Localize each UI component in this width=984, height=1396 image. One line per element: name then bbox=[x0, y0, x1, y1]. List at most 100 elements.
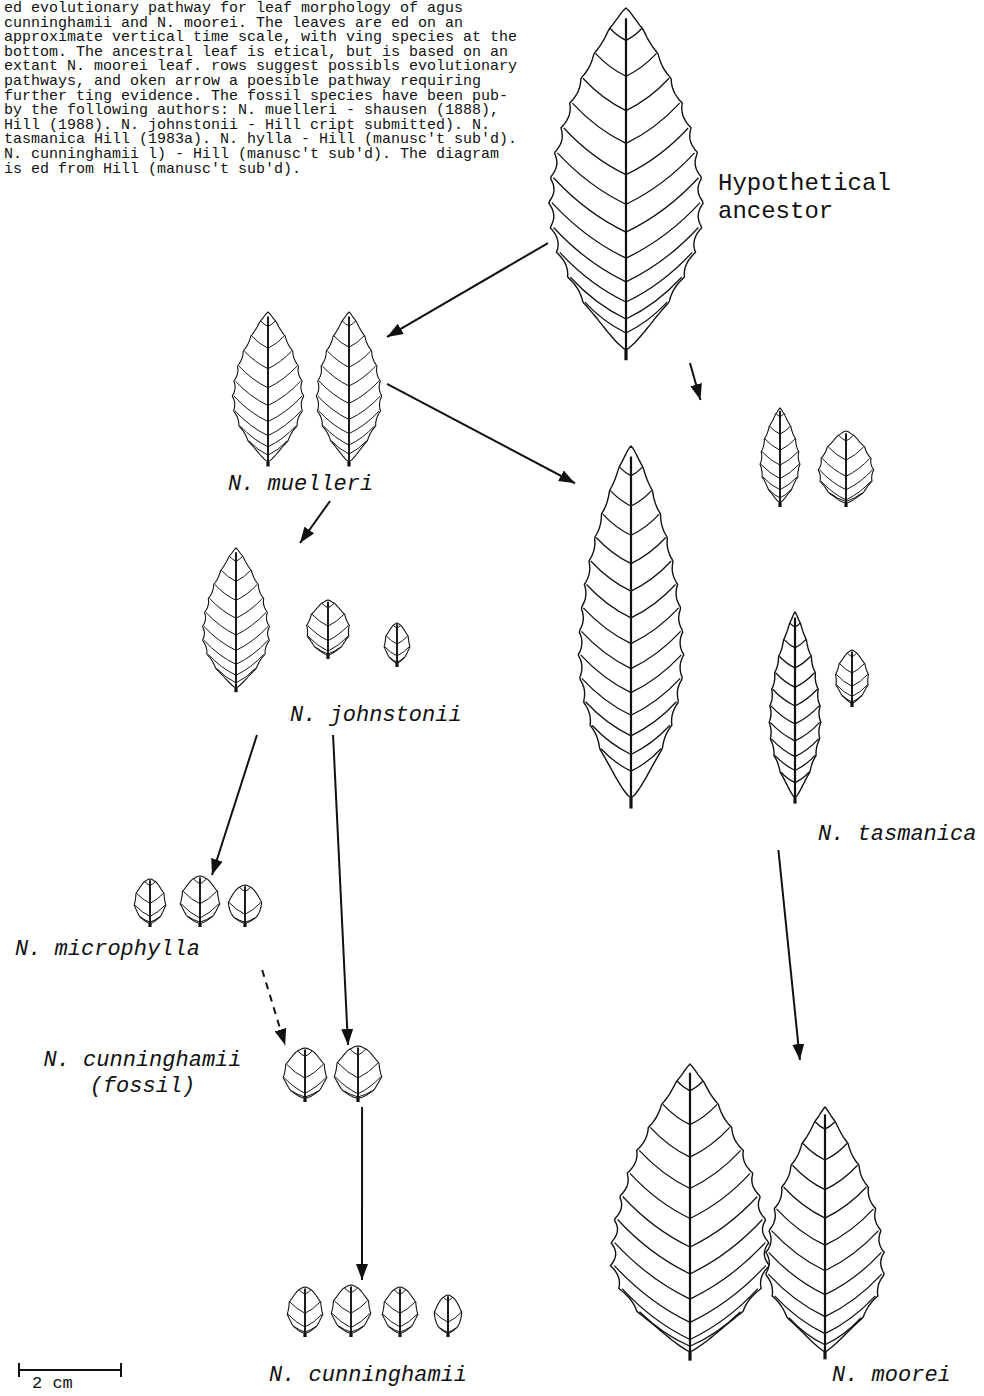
leaf-vein bbox=[183, 891, 200, 903]
leaf-vein bbox=[631, 491, 652, 506]
leaf-vein bbox=[244, 351, 268, 369]
leaf-vein bbox=[581, 631, 631, 668]
leaf-midrib bbox=[235, 552, 237, 688]
leaf-vein bbox=[821, 481, 846, 500]
species-group: N. cunninghamii (fossil) bbox=[15, 1045, 385, 1107]
leaf-vein bbox=[318, 396, 349, 419]
leaf-vein bbox=[268, 351, 292, 369]
species-label: N. johnstonii bbox=[290, 703, 485, 729]
leaf-vein bbox=[771, 1231, 825, 1271]
leaf-vein bbox=[581, 655, 631, 693]
leaf-petiole bbox=[850, 703, 853, 707]
leaf bbox=[203, 548, 270, 692]
leaf-vein bbox=[784, 640, 795, 648]
leaf-vein bbox=[825, 1252, 881, 1294]
leaf-vein bbox=[690, 1081, 703, 1091]
leaf-vein bbox=[795, 772, 809, 783]
leaf-vein bbox=[554, 178, 626, 232]
evolution-arrow bbox=[262, 970, 285, 1045]
leaf-vein bbox=[344, 1091, 358, 1097]
leaf-vein bbox=[349, 381, 379, 403]
leaf-vein bbox=[631, 678, 680, 715]
leaf-vein bbox=[770, 426, 780, 434]
leaf-vein bbox=[790, 623, 795, 627]
leaf-vein bbox=[215, 584, 236, 600]
leaf-vein bbox=[591, 561, 631, 591]
leaf-vein bbox=[327, 351, 349, 367]
leaf bbox=[549, 8, 703, 360]
leaf-midrib bbox=[327, 602, 329, 655]
caption-block: ed evolutionary pathway for leaf morphol… bbox=[4, 2, 519, 177]
leaf-vein bbox=[583, 78, 626, 110]
leaf-margin bbox=[760, 408, 800, 503]
leaf-vein bbox=[358, 1091, 372, 1097]
leaf-margin bbox=[382, 1287, 418, 1333]
leaf-vein bbox=[239, 887, 245, 891]
leaf-vein bbox=[639, 1150, 690, 1188]
species-group: N. moorei bbox=[605, 1060, 960, 1393]
species-label: N. muelleri bbox=[228, 472, 383, 498]
leaf bbox=[818, 431, 873, 507]
leaf bbox=[766, 1107, 884, 1359]
leaf-vein bbox=[769, 1252, 825, 1294]
leaf-vein bbox=[780, 439, 795, 450]
leaf-vein bbox=[268, 321, 275, 326]
leaf-vein bbox=[626, 128, 688, 175]
leaf-vein bbox=[344, 1288, 351, 1293]
leaf-midrib bbox=[845, 433, 847, 503]
leaf-vein bbox=[626, 153, 694, 204]
leaf-midrib bbox=[630, 457, 632, 798]
leaf-vein bbox=[440, 1328, 448, 1333]
leaf-vein bbox=[846, 470, 872, 490]
leaf-vein bbox=[349, 411, 379, 434]
leaf-vein bbox=[312, 614, 328, 626]
leaf-vein bbox=[631, 514, 659, 535]
evolution-arrow bbox=[387, 243, 548, 337]
leaf-vein bbox=[229, 902, 245, 914]
leaf-vein bbox=[846, 458, 870, 476]
leaf-vein bbox=[319, 381, 349, 403]
leaf-vein bbox=[236, 584, 257, 600]
leaf-vein bbox=[690, 1220, 762, 1274]
leaf-vein bbox=[762, 452, 780, 465]
leaf-petiole bbox=[356, 1098, 359, 1102]
leaf-vein bbox=[572, 103, 626, 143]
leaf-vein bbox=[245, 918, 255, 923]
leaf bbox=[180, 876, 220, 927]
leaf-midrib bbox=[794, 618, 796, 798]
leaf-vein bbox=[389, 1327, 400, 1333]
leaf-vein bbox=[626, 178, 698, 232]
leaf-vein bbox=[288, 1314, 305, 1327]
leaf-vein bbox=[236, 654, 264, 675]
leaf-vein bbox=[240, 426, 268, 447]
leaf-vein bbox=[145, 882, 150, 886]
leaf-margin bbox=[228, 885, 261, 923]
leaf-vein bbox=[776, 673, 795, 688]
leaf-vein bbox=[552, 203, 626, 259]
leaf-vein bbox=[792, 1165, 825, 1189]
leaf-vein bbox=[351, 1288, 358, 1293]
leaf-vein bbox=[200, 904, 219, 918]
leaf-vein bbox=[268, 411, 301, 436]
leaf-vein bbox=[239, 366, 268, 388]
leaf-vein bbox=[235, 411, 268, 436]
leaf-vein bbox=[236, 570, 251, 581]
figure-caption: ed evolutionary pathway for leaf morphol… bbox=[4, 2, 519, 177]
leaf-vein bbox=[631, 584, 676, 617]
leaf-vein bbox=[761, 464, 780, 478]
leaf-margin bbox=[307, 600, 350, 655]
leaf-margin bbox=[818, 431, 873, 503]
leaf-vein bbox=[852, 674, 868, 686]
leaf-vein bbox=[795, 706, 819, 724]
leaf-vein bbox=[583, 608, 631, 644]
leaf-vein bbox=[795, 689, 817, 706]
leaf-vein bbox=[830, 493, 846, 502]
leaf-petiole bbox=[446, 1333, 449, 1337]
leaf-vein bbox=[626, 103, 680, 143]
leaf-vein bbox=[596, 538, 631, 564]
leaf-vein bbox=[268, 381, 301, 406]
leaf-vein bbox=[781, 772, 795, 783]
leaf-margin bbox=[384, 623, 410, 663]
